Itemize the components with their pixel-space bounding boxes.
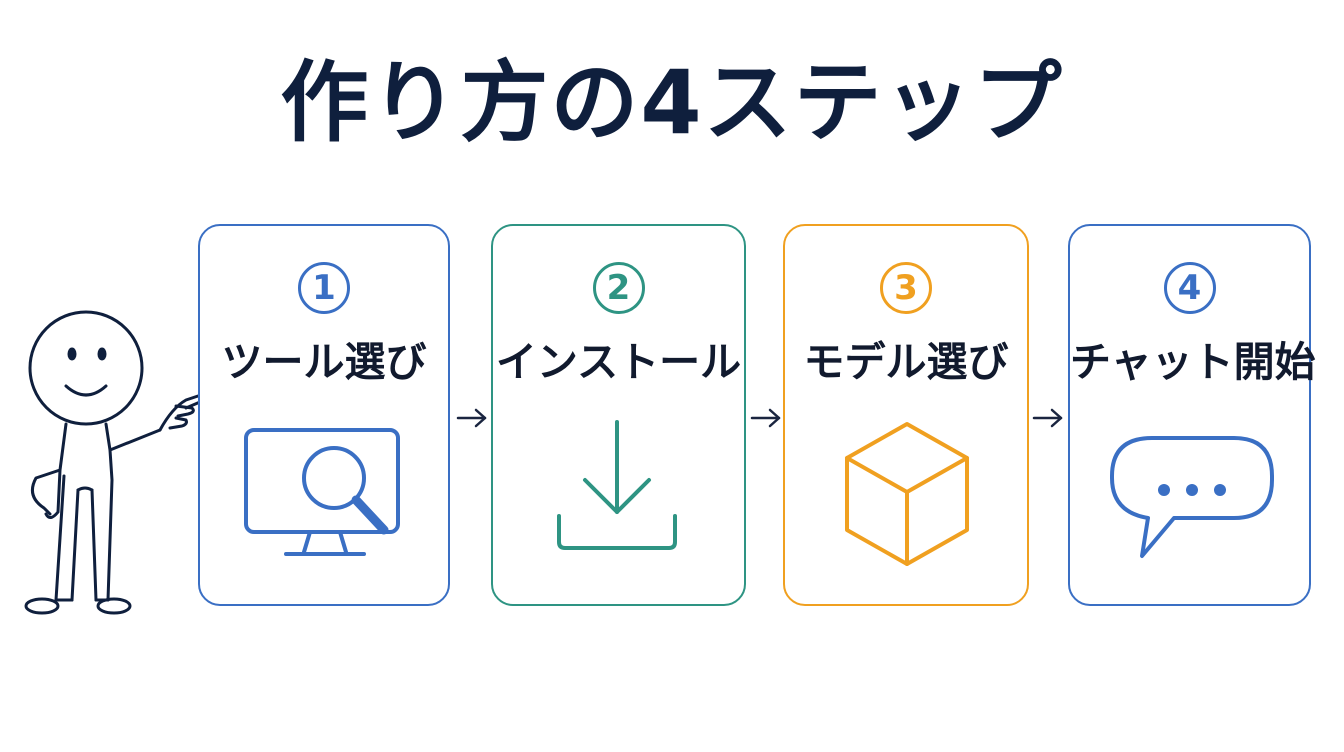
step-number-3: 3 <box>880 262 932 314</box>
step-card-2: 2 インストール <box>491 224 746 606</box>
stick-figure-illustration <box>24 310 204 615</box>
page-title: 作り方の4ステップ <box>280 51 1064 154</box>
step-label-4: チャット開始 <box>1070 338 1316 386</box>
cube-icon <box>845 422 969 566</box>
step-label-3: モデル選び <box>803 338 1009 386</box>
step-card-4: 4 チャット開始 <box>1068 224 1316 606</box>
chat-bubble-icon <box>1110 436 1274 558</box>
step-number-1: 1 <box>298 262 350 314</box>
arrow-right-icon <box>456 408 487 428</box>
step-card-1: 1 ツール選び <box>198 224 450 606</box>
monitor-search-icon <box>244 428 400 556</box>
step-number-2: 2 <box>592 262 645 314</box>
step-label-1: ツール選び <box>221 338 427 386</box>
arrow-right-icon <box>750 408 781 428</box>
step-card-3: 3 モデル選び <box>783 224 1029 606</box>
arrow-right-icon <box>1032 408 1063 428</box>
step-number-4: 4 <box>1163 262 1216 314</box>
download-icon <box>557 420 677 550</box>
step-label-2: インストール <box>495 338 742 386</box>
